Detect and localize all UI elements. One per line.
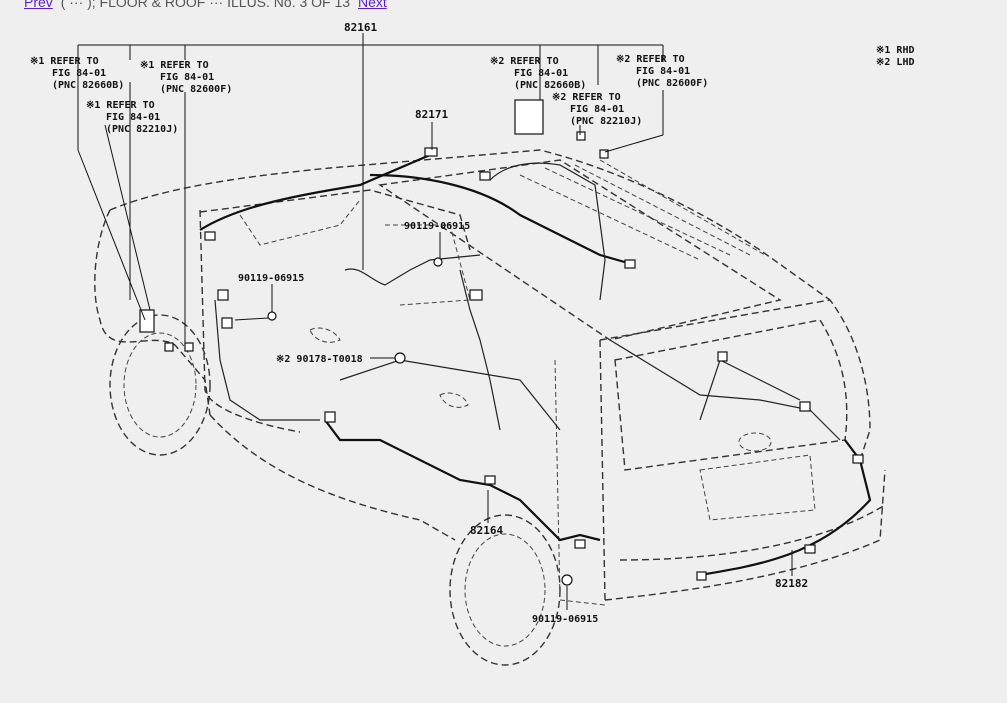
callout-82660b-lhd: ※2 REFER TO FIG 84-01 (PNC 82660B): [490, 56, 586, 91]
callout-line: FIG 84-01: [160, 72, 214, 83]
legend-rhd: ※1 RHD: [876, 45, 914, 56]
callout-line: (PNC 82660B): [514, 80, 586, 91]
illustration-nav: Prev ( ··· ); FLOOR & ROOF ··· ILLUS. No…: [24, 0, 387, 10]
part-label-bolt-a: 90119-06915: [238, 273, 304, 284]
harness-82182: [696, 439, 872, 581]
leader-lines: [77, 33, 793, 610]
part-label-82171: 82171: [415, 108, 448, 121]
callout-line: ※1 REFER TO: [86, 100, 155, 111]
harness-82171: [199, 147, 636, 269]
callout-line: (PNC 82210J): [106, 124, 178, 135]
callout-line: (PNC 82210J): [570, 116, 642, 127]
part-label-bolt-b: 90119-06915: [404, 221, 470, 232]
part-label-clip: ※2 90178-T0018: [276, 354, 363, 365]
illustration-caption: ( ··· ); FLOOR & ROOF ··· ILLUS. No. 3 O…: [60, 0, 351, 10]
part-label-82161: 82161: [344, 21, 377, 34]
part-label-82164: 82164: [470, 524, 503, 537]
callout-line: ※2 REFER TO: [490, 56, 559, 67]
callout-line: FIG 84-01: [636, 66, 690, 77]
part-label-82182: 82182: [775, 577, 808, 590]
callout-82600f-rhd: ※1 REFER TO FIG 84-01 (PNC 82600F): [140, 60, 232, 95]
callout-line: FIG 84-01: [106, 112, 160, 123]
harness-82164: [324, 411, 601, 549]
callout-line: (PNC 82660B): [52, 80, 124, 91]
callout-line: ※1 REFER TO: [140, 60, 209, 71]
callout-line: FIG 84-01: [52, 68, 106, 79]
harness-82161: [214, 162, 841, 441]
part-label-bolt-c: 90119-06915: [532, 614, 598, 625]
callout-line: FIG 84-01: [570, 104, 624, 115]
callout-line: (PNC 82600F): [636, 78, 708, 89]
callout-82660b-rhd: ※1 REFER TO FIG 84-01 (PNC 82660B): [30, 56, 124, 91]
callout-line: FIG 84-01: [514, 68, 568, 79]
vehicle-body-outline: [94, 149, 886, 666]
legend-lhd: ※2 LHD: [876, 57, 914, 68]
front-pillar-connectors: [139, 99, 609, 586]
prev-link[interactable]: Prev: [24, 0, 53, 10]
legend: ※1 RHD ※2 LHD: [876, 45, 914, 68]
callout-line: (PNC 82600F): [160, 84, 232, 95]
callout-82600f-lhd: ※2 REFER TO FIG 84-01 (PNC 82600F): [616, 54, 708, 89]
callout-line: ※2 REFER TO: [616, 54, 685, 65]
callout-line: ※1 REFER TO: [30, 56, 99, 67]
callout-line: ※2 REFER TO: [552, 92, 621, 103]
next-link[interactable]: Next: [357, 0, 387, 10]
callout-82210j-rhd: ※1 REFER TO FIG 84-01 (PNC 82210J): [86, 100, 178, 135]
callout-82210j-lhd: ※2 REFER TO FIG 84-01 (PNC 82210J): [552, 92, 642, 127]
